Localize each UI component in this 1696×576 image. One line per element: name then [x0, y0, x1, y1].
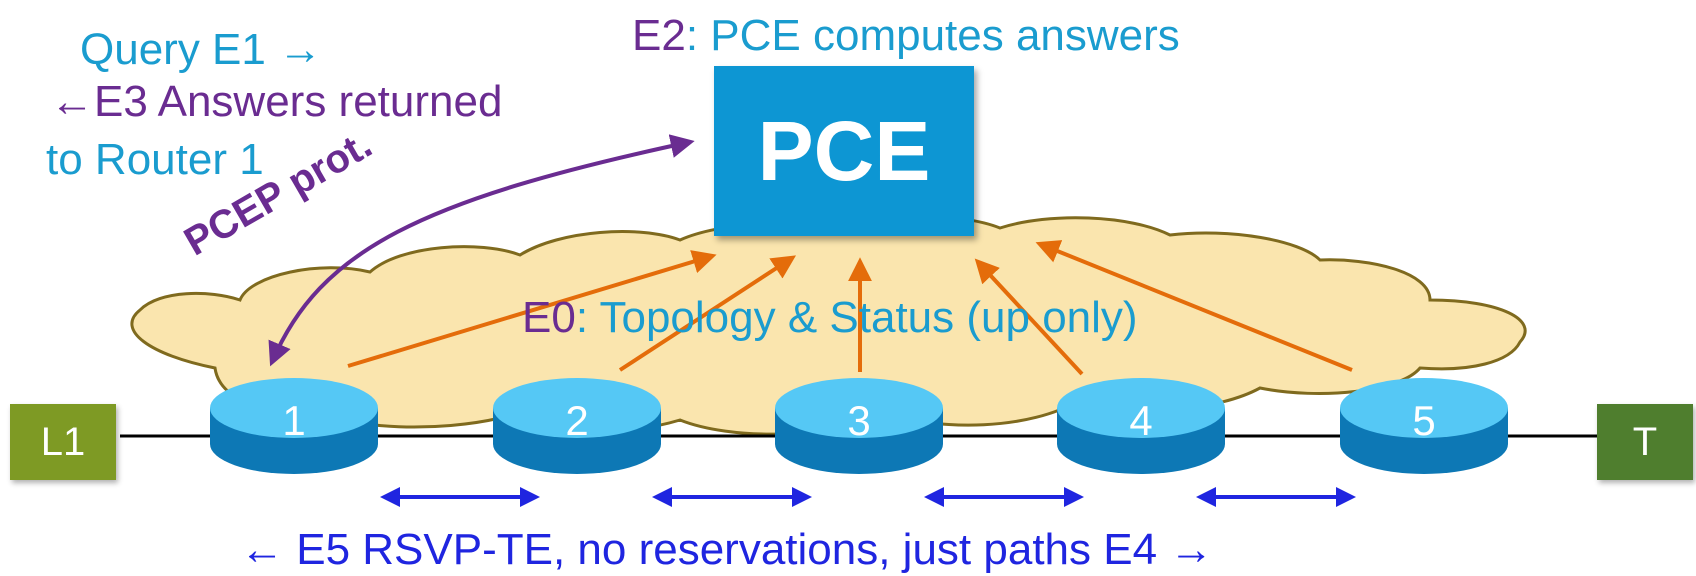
- router-label-4: 4: [1129, 397, 1153, 444]
- pcep-arrow: [268, 134, 695, 367]
- e2-prefix: E2: [632, 11, 686, 60]
- e0-text: : Topology & Status (up only): [575, 293, 1138, 342]
- router-5: [1340, 378, 1508, 474]
- bottom-label: ← E5 RSVP-TE, no reservations, just path…: [240, 525, 1214, 574]
- answers-label: ←E3 Answers returned: [50, 80, 502, 124]
- query-label: Query E1 →: [80, 25, 323, 74]
- pce-box: PCE: [714, 66, 974, 236]
- router-2: [493, 378, 661, 474]
- answers-label-text: ←E3 Answers returned: [50, 77, 503, 126]
- router-label-2: 2: [565, 397, 589, 444]
- to-router-label: to Router 1: [46, 135, 264, 184]
- topology-arrow-4: [974, 258, 1084, 376]
- e0-label: E0: Topology & Status (up only): [522, 296, 1138, 340]
- router-label-5: 5: [1412, 397, 1436, 444]
- router-label-1: 1: [282, 397, 306, 444]
- endpoint-left: L1: [10, 404, 116, 480]
- e2-text: : PCE computes answers: [685, 11, 1180, 60]
- e0-prefix: E0: [522, 293, 576, 342]
- router-3: [775, 378, 943, 474]
- pce-label: PCE: [757, 104, 931, 198]
- router-label-3: 3: [847, 397, 871, 444]
- topology-arrow-5: [1035, 240, 1353, 372]
- router-4: [1057, 378, 1225, 474]
- router-1: [210, 378, 378, 474]
- e2-label: E2: PCE computes answers: [632, 14, 1180, 58]
- endpoint-right: T: [1597, 404, 1693, 480]
